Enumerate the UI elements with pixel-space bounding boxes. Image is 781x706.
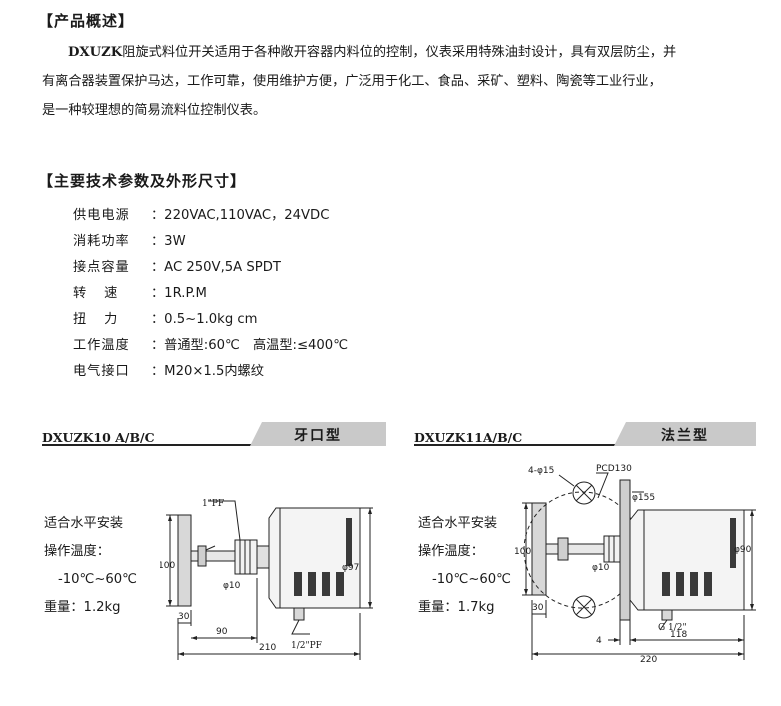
dim-220: 220 — [640, 655, 657, 665]
spec-label: 工作温度 — [73, 338, 130, 353]
model-1-install: 适合水平安装 — [44, 516, 124, 531]
spec-row-power-consumption: 消耗功率 ：3W — [73, 229, 348, 255]
flange-plate — [619, 479, 631, 621]
model-2-rule — [414, 444, 756, 446]
model-1-type: 牙口型 — [294, 428, 342, 444]
model-2-info: 适合水平安装 操作温度： -10℃~60℃ 重量：1.7kg — [418, 510, 511, 622]
spec-row-contact-capacity: 接点容量 ：AC 250V,5A SPDT — [73, 255, 348, 281]
model-1-type-tab: 牙口型 — [250, 422, 386, 446]
dim-118: 118 — [670, 630, 687, 640]
overview-line-3: 是一种较理想的简易流料位控制仪表。 — [42, 103, 267, 118]
model-1-rule — [42, 444, 386, 446]
overview-title: 【产品概述】 — [38, 12, 135, 30]
overview-line-2: 有离合器装置保护马达，工作可靠，使用维护方便，广泛用于化工、食品、采矿、塑料、陶… — [42, 74, 662, 89]
dim-30: 30 — [532, 603, 544, 613]
model-2-header: DXUZK11A/B/C 法兰型 — [414, 422, 756, 446]
spec-value: ：220VAC,110VAC，24VDC — [151, 208, 330, 223]
dim-thread-bottom: G 1/2" — [658, 623, 687, 633]
overview-paragraph: DXUZK阻旋式料位开关适用于各种敞开容器内料位的控制，仪表采用特殊油封设计，具… — [42, 38, 754, 125]
specs-title: 【主要技术参数及外形尺寸】 — [38, 172, 247, 190]
dim-shaft: φ10 — [592, 563, 610, 573]
housing — [629, 509, 745, 611]
dim-4: 4 — [596, 636, 602, 646]
bolt-hole-bottom — [572, 595, 596, 619]
drawing-flange-type: 4-φ15 PCD130 φ155 100 φ10 φ90 G 1/2" 30 … — [514, 464, 756, 665]
model-1-name: DXUZK10 A/B/C — [42, 430, 155, 445]
dim-90: 90 — [216, 627, 228, 637]
drawing-threaded-type: 1"PF 100 φ10 φ97 30 90 1/2"PF 210 — [160, 499, 373, 660]
spec-row-power-supply: 供电电源 ：220VAC,110VAC，24VDC — [73, 203, 348, 229]
spec-row-speed: 转速 ：1R.P.M — [73, 281, 348, 307]
dim-thread-bottom: 1/2"PF — [291, 641, 322, 651]
dim-210: 210 — [259, 643, 276, 653]
dim-pcd: PCD130 — [596, 464, 632, 474]
dim-diameter: φ97 — [342, 563, 359, 573]
model-2-weight: 重量：1.7kg — [418, 600, 495, 615]
brand-name: DXUZK — [68, 45, 123, 60]
dim-height: 100 — [514, 547, 531, 557]
model-2-temp-range: -10℃~60℃ — [432, 572, 511, 587]
model-2-install: 适合水平安装 — [418, 516, 498, 531]
spec-value: ：AC 250V,5A SPDT — [151, 260, 281, 275]
spec-label: 电气接口 — [73, 364, 130, 379]
spec-row-electrical-interface: 电气接口 ：M20×1.5内螺纹 — [73, 359, 348, 385]
spec-value: ：M20×1.5内螺纹 — [151, 364, 264, 379]
dim-30: 30 — [178, 612, 190, 622]
model-2-name: DXUZK11A/B/C — [414, 430, 523, 445]
dim-flange: φ155 — [632, 493, 655, 503]
shaft-collar — [197, 545, 207, 567]
model-1-temp-label: 操作温度： — [44, 544, 110, 559]
model-2-type: 法兰型 — [661, 428, 709, 444]
model-1-header: DXUZK10 A/B/C 牙口型 — [42, 422, 386, 446]
model-1-weight: 重量：1.2kg — [44, 600, 121, 615]
model-2-type-tab: 法兰型 — [614, 422, 756, 446]
thread-section — [234, 539, 258, 575]
dim-shaft: φ10 — [223, 581, 241, 591]
spec-value: ：普通型:60℃ 高温型:≤400℃ — [151, 338, 349, 353]
spec-value: ：1R.P.M — [151, 286, 207, 301]
shaft-collar — [557, 537, 569, 561]
model-1-temp-range: -10℃~60℃ — [58, 572, 137, 587]
model-2-temp-label: 操作温度： — [418, 544, 484, 559]
spec-label: 接点容量 — [73, 260, 130, 275]
spec-label: 消耗功率 — [73, 234, 130, 249]
bolt-hole-top — [572, 481, 596, 505]
dim-holes: 4-φ15 — [528, 466, 554, 476]
overview-line-1: 阻旋式料位开关适用于各种敞开容器内料位的控制，仪表采用特殊油封设计，具有双层防尘… — [122, 45, 677, 60]
dim-thread-top: 1"PF — [202, 499, 224, 509]
spec-row-working-temperature: 工作温度 ：普通型:60℃ 高温型:≤400℃ — [73, 333, 348, 359]
spec-value: ：3W — [151, 234, 186, 249]
model-1-info: 适合水平安装 操作温度： -10℃~60℃ 重量：1.2kg — [44, 510, 137, 622]
spec-label: 转速 — [73, 286, 136, 301]
spec-row-torque: 扭力 ：0.5~1.0kg cm — [73, 307, 348, 333]
spec-label: 扭力 — [73, 312, 136, 327]
paddle-blade — [177, 514, 192, 607]
spec-label: 供电电源 — [73, 208, 130, 223]
specs-list: 供电电源 ：220VAC,110VAC，24VDC 消耗功率 ：3W 接点容量 ：AC… — [73, 203, 348, 385]
spec-value: ：0.5~1.0kg cm — [151, 312, 258, 327]
dim-height: 100 — [160, 561, 175, 571]
dim-diameter: φ90 — [734, 545, 752, 555]
shaft — [545, 543, 605, 555]
